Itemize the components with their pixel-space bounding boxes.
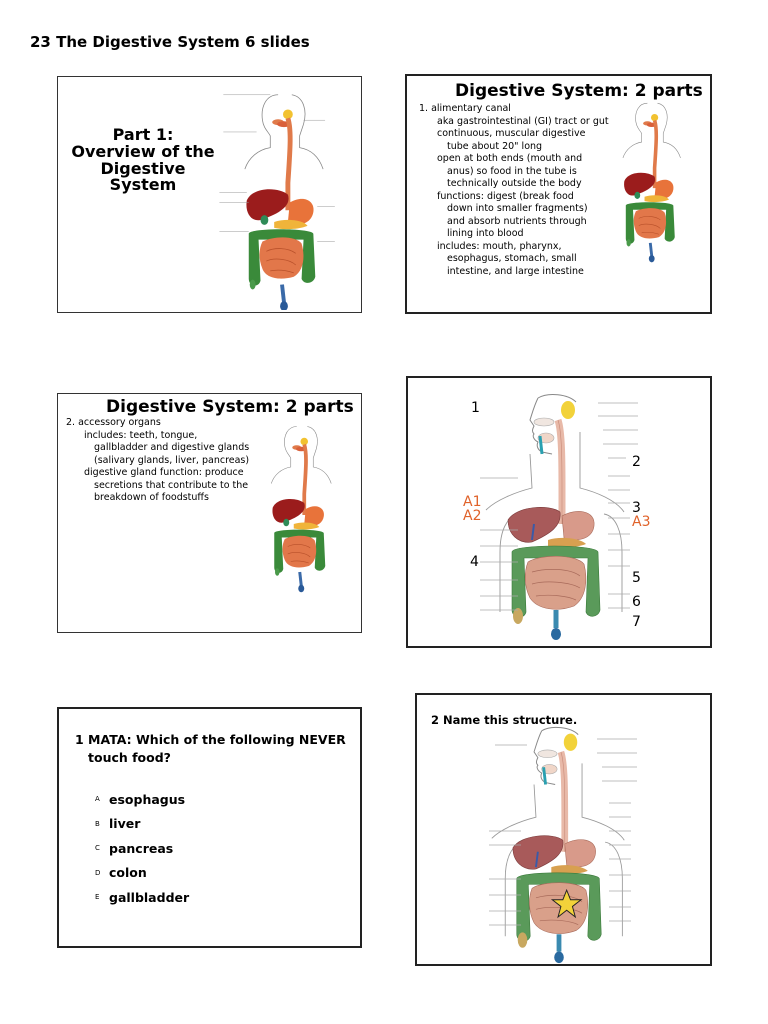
option-letter: A xyxy=(95,795,100,804)
option-text: pancreas xyxy=(109,840,174,856)
label-4: 4 xyxy=(470,554,479,570)
label-5: 5 xyxy=(632,570,641,586)
text-line: open at both ends (mouth and xyxy=(437,153,583,164)
digestive-system-diagram xyxy=(219,85,335,310)
label-3: 3 xyxy=(632,500,641,516)
question-1: 1 MATA: Which of the following NEVER tou… xyxy=(75,731,346,767)
text-line: tube about 20" long xyxy=(447,140,543,152)
text-line: secretions that contribute to the xyxy=(94,479,249,491)
page-header: 23 The Digestive System 6 slides xyxy=(30,33,310,51)
text-line: gallbladder and digestive glands xyxy=(94,442,250,453)
option-letter: C xyxy=(95,844,100,853)
text-line: and absorb nutrients through xyxy=(447,215,587,227)
slide-1-title: Part 1: Overview of the Digestive System xyxy=(68,125,218,195)
text-line: breakdown of foodstuffs xyxy=(94,492,209,503)
digestive-system-diagram xyxy=(269,424,334,595)
text-line: down into smaller fragments) xyxy=(447,203,588,214)
text-line: 1. alimentary canal xyxy=(419,103,511,114)
question-line: 1 MATA: Which of the following NEVER xyxy=(75,732,346,747)
label-a1: A1 xyxy=(463,494,482,510)
label-7: 7 xyxy=(632,614,641,630)
label-lines xyxy=(480,402,638,611)
text-line: lining into blood xyxy=(447,228,524,239)
text-line: (salivary glands, liver, pancreas) xyxy=(94,454,250,466)
option-text: esophagus xyxy=(109,791,186,807)
label-lines xyxy=(489,738,637,926)
label-2: 2 xyxy=(632,454,641,470)
slide-1: Part 1: Overview of the Digestive System xyxy=(57,76,362,313)
label-1: 1 xyxy=(471,400,480,416)
text-line: digestive gland function: produce xyxy=(84,467,244,478)
option-letter: E xyxy=(95,893,100,902)
slide-2: Digestive System: 2 parts 1. alimentary … xyxy=(405,74,712,314)
text-line: includes: teeth, tongue, xyxy=(84,429,198,441)
text-line: continuous, muscular digestive xyxy=(437,128,586,139)
text-line: functions: digest (break food xyxy=(437,190,574,202)
slide-4: 1 2 A1 A2 3 A3 4 5 6 7 xyxy=(406,376,712,648)
option-letter: D xyxy=(95,868,101,877)
label-a2: A2 xyxy=(463,508,482,524)
text-line: aka gastrointestinal (GI) tract or gut xyxy=(437,115,609,127)
sketch-diagram xyxy=(479,725,639,965)
slide-6: 2 Name this structure. xyxy=(415,693,712,966)
digestive-system-diagram xyxy=(621,101,683,265)
text-line: anus) so food in the tube is xyxy=(447,165,577,177)
star-icon xyxy=(550,888,583,919)
slide-3-title: Digestive System: 2 parts xyxy=(106,397,354,417)
question-line: touch food? xyxy=(88,750,171,765)
text-line: includes: mouth, pharynx, xyxy=(437,240,562,252)
text-line: intestine, and large intestine xyxy=(447,265,584,277)
slide-2-title: Digestive System: 2 parts xyxy=(455,81,703,101)
option-text: colon xyxy=(109,865,147,881)
text-line: technically outside the body xyxy=(447,178,582,189)
question-2: 2 Name this structure. xyxy=(431,713,578,727)
text-line: 2. accessory organs xyxy=(66,417,161,428)
slide-3: Digestive System: 2 parts 2. accessory o… xyxy=(57,393,362,633)
slide-3-body: 2. accessory organs includes: teeth, ton… xyxy=(66,417,286,505)
option-text: gallbladder xyxy=(109,889,190,905)
option-letter: B xyxy=(95,819,100,828)
label-6: 6 xyxy=(632,594,641,610)
slide-1-title-line: Digestive System xyxy=(100,158,186,195)
slide-2-body: 1. alimentary canal aka gastrointestinal… xyxy=(419,103,609,278)
option-text: liver xyxy=(109,816,141,832)
slide-1-title-line: Part 1: xyxy=(112,125,174,144)
text-line: esophagus, stomach, small xyxy=(447,253,577,264)
slide-5: 1 MATA: Which of the following NEVER tou… xyxy=(57,707,362,948)
label-a3: A3 xyxy=(632,514,651,530)
slide-1-title-line: Overview of the xyxy=(71,141,215,161)
